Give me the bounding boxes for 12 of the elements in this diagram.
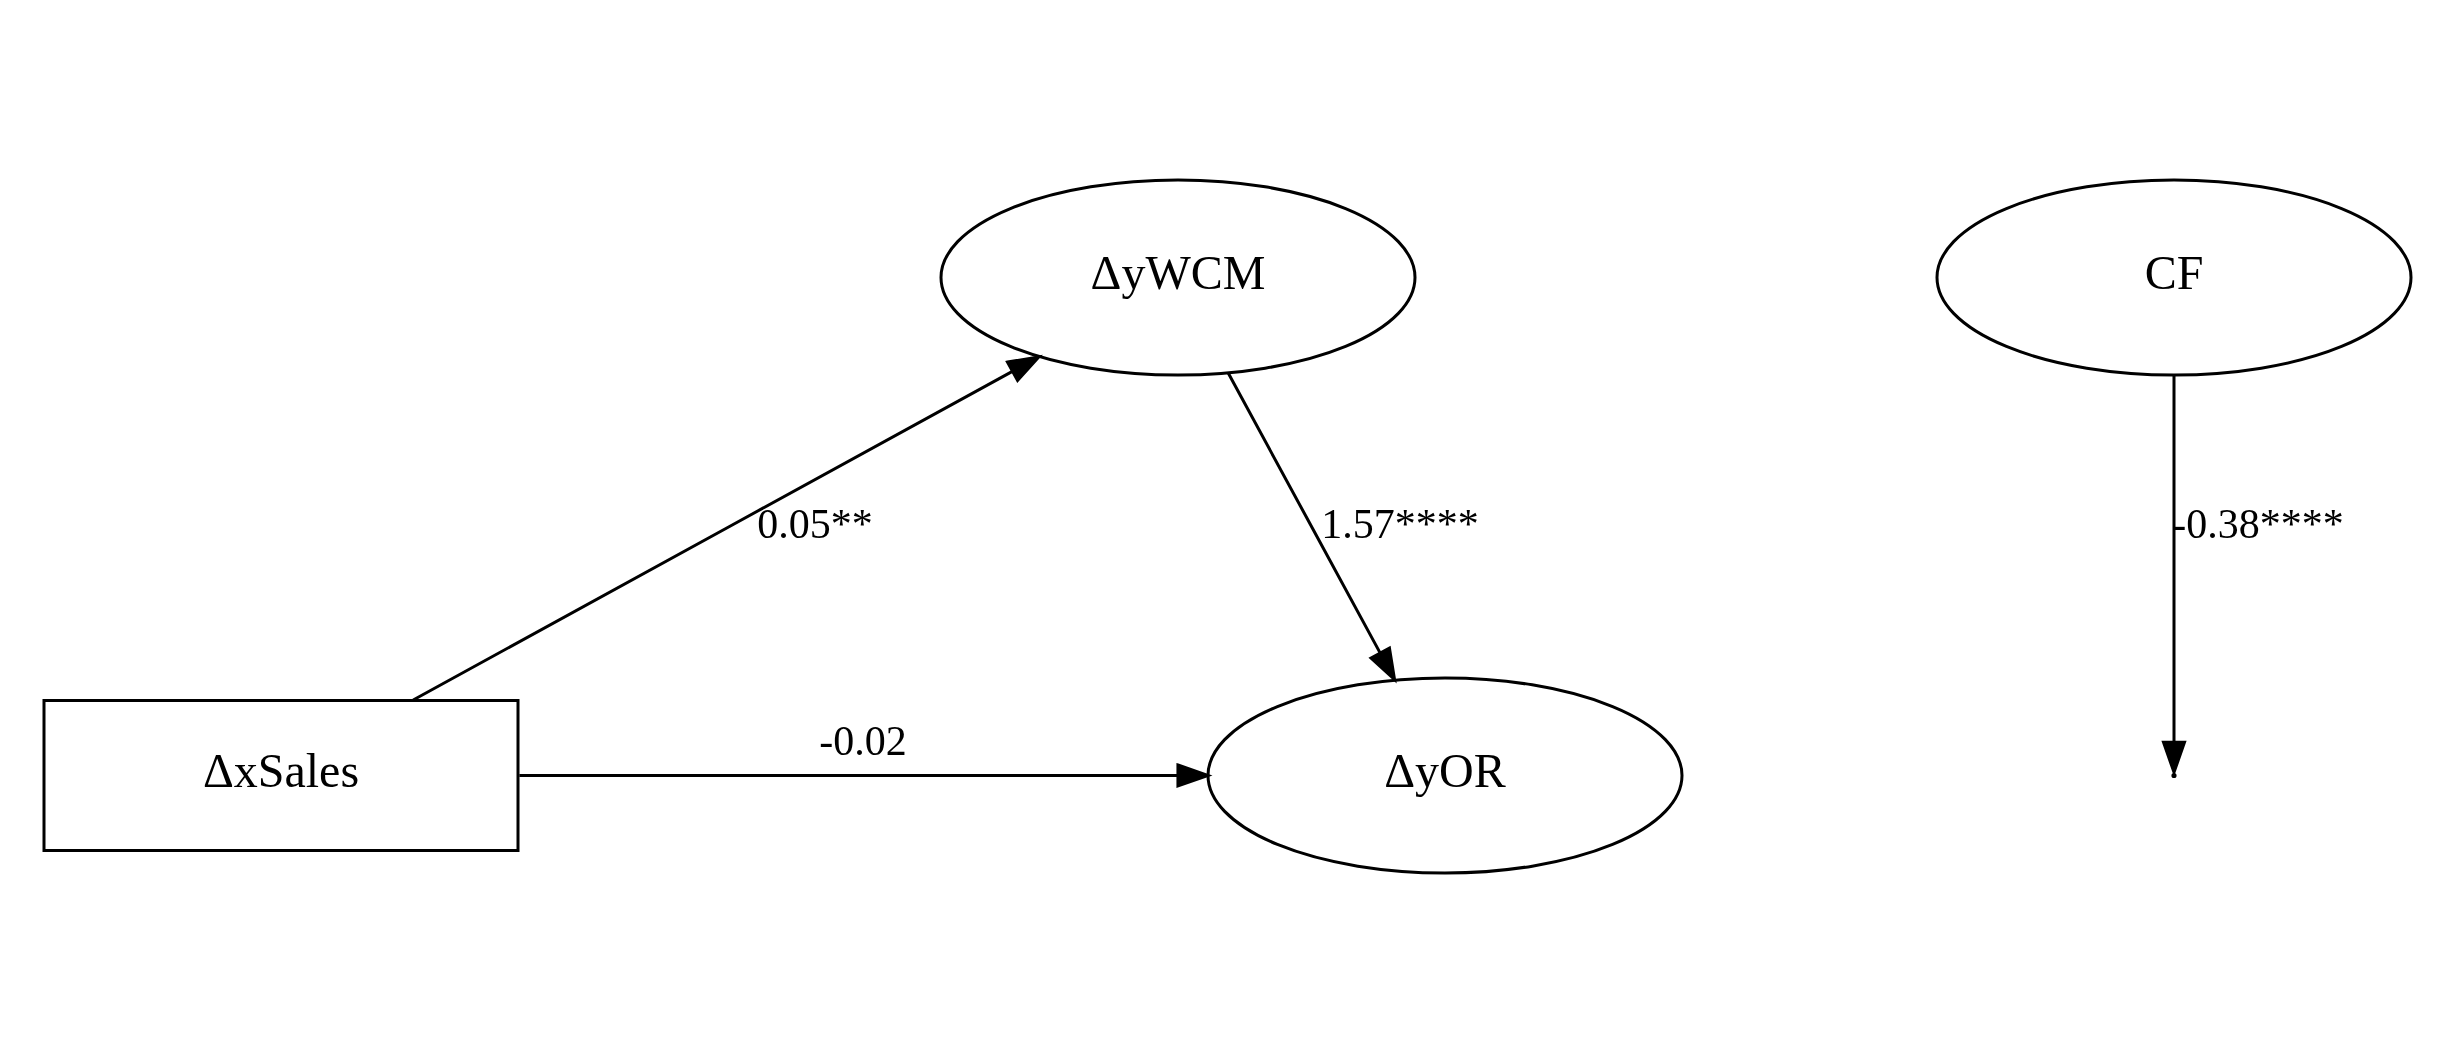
node-ellipse: CF xyxy=(1935,178,2412,376)
arrow xyxy=(1226,371,1397,684)
edge-label: -0.38**** xyxy=(2171,500,2344,547)
edge-label: 1.57**** xyxy=(1320,500,1479,547)
arrow xyxy=(518,762,1212,788)
arrow xyxy=(2160,374,2187,777)
node-box: ΔxSales xyxy=(42,698,519,852)
node-ellipse: ΔyWCM xyxy=(939,178,1416,376)
node-ellipse: ΔyOR xyxy=(1206,676,1683,874)
arrow xyxy=(411,354,1043,701)
edge-label: 0.05** xyxy=(756,500,873,547)
edge-label: -0.02 xyxy=(818,717,907,764)
